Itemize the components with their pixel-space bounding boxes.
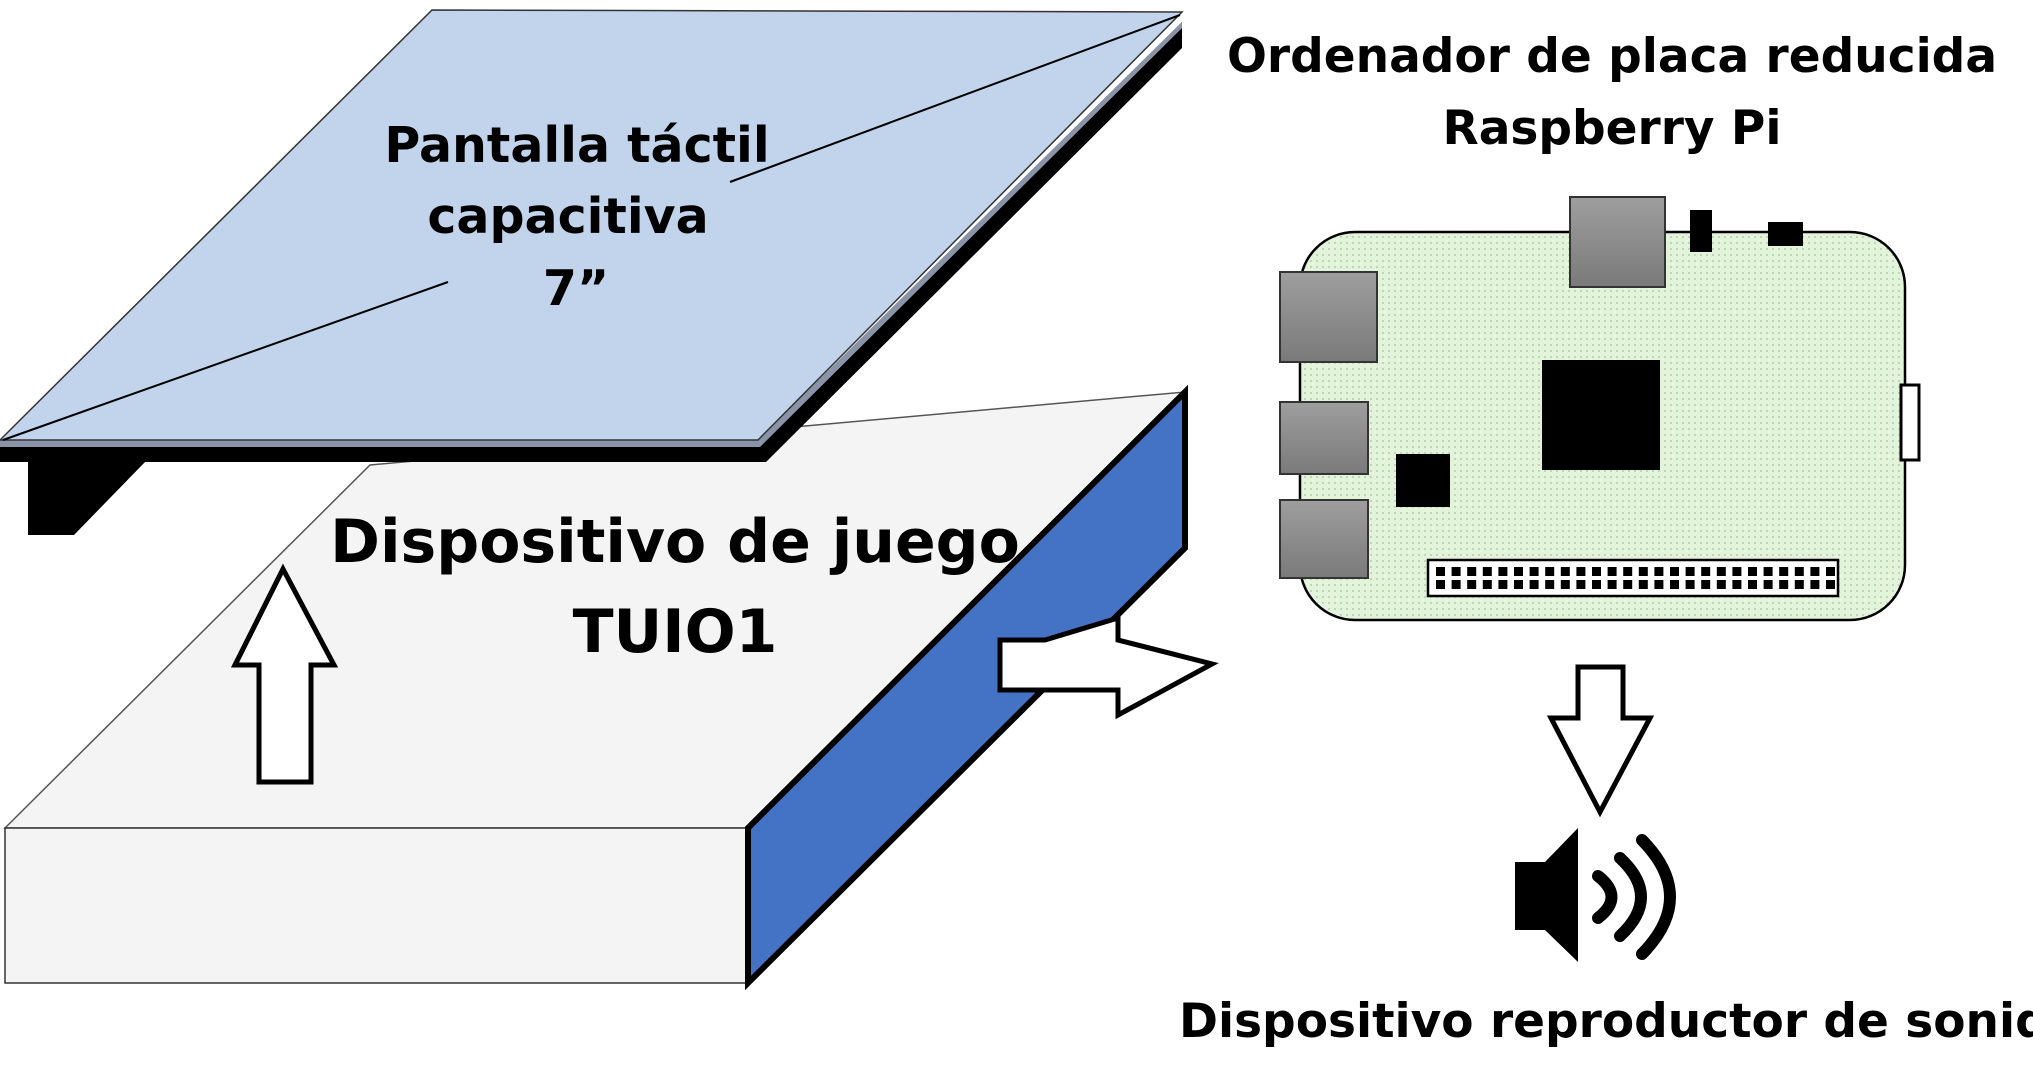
gpio-pin bbox=[1794, 567, 1804, 576]
gpio-header bbox=[1426, 558, 1840, 598]
gpio-pin bbox=[1701, 580, 1711, 589]
gpio-pin bbox=[1498, 567, 1508, 576]
arrow-right-icon bbox=[997, 614, 1219, 720]
small-port bbox=[1768, 222, 1803, 246]
gpio-pin bbox=[1467, 580, 1477, 589]
gpio-pin bbox=[1529, 567, 1539, 576]
gpio-pin bbox=[1592, 580, 1601, 589]
gpio-pin bbox=[1638, 567, 1648, 576]
small-chip bbox=[1396, 454, 1450, 507]
raspberry-label-line2: Raspberry Pi bbox=[1443, 101, 1782, 156]
small-port bbox=[1690, 210, 1712, 252]
touchscreen-panel bbox=[0, 9, 1184, 535]
gpio-pin bbox=[1592, 567, 1601, 576]
gpio-pin bbox=[1763, 567, 1773, 576]
gpio-pin bbox=[1498, 580, 1508, 589]
gpio-pin bbox=[1701, 567, 1711, 576]
gpio-pin bbox=[1467, 567, 1477, 576]
side-connector bbox=[1899, 383, 1921, 462]
gpio-pin bbox=[1670, 567, 1679, 576]
gpio-pin bbox=[1716, 580, 1726, 589]
gpio-pin bbox=[1560, 580, 1570, 589]
touchscreen-diagonal bbox=[729, 14, 1181, 183]
arrow-up-icon bbox=[230, 563, 339, 785]
gpio-pin bbox=[1623, 580, 1633, 589]
touchscreen-diagonal bbox=[2, 281, 449, 441]
gpio-pin bbox=[1794, 580, 1804, 589]
gpio-pin bbox=[1670, 580, 1679, 589]
cpu-chip bbox=[1542, 360, 1660, 470]
gpio-pin bbox=[1748, 567, 1757, 576]
gpio-pin bbox=[1514, 580, 1523, 589]
gpio-pin bbox=[1514, 567, 1523, 576]
usb-port bbox=[1279, 499, 1369, 579]
touchscreen-surface bbox=[0, 9, 1184, 441]
gpio-pin bbox=[1685, 580, 1695, 589]
gpio-pin bbox=[1545, 580, 1555, 589]
game-device-front-face bbox=[4, 827, 749, 984]
usb-port bbox=[1279, 401, 1369, 475]
gpio-pin bbox=[1810, 580, 1820, 589]
raspberry-label-line1: Ordenador de placa reducida bbox=[1227, 29, 1997, 84]
touchscreen-label-line3: 7” bbox=[543, 260, 609, 317]
gpio-pin bbox=[1732, 567, 1742, 576]
gpio-pin bbox=[1763, 580, 1773, 589]
hdmi-port bbox=[1569, 196, 1666, 288]
arrow-down-icon bbox=[1546, 664, 1655, 818]
gpio-pin bbox=[1654, 580, 1664, 589]
gpio-pin bbox=[1685, 567, 1695, 576]
game-device-label-line1: Dispositivo de juego bbox=[330, 507, 1020, 577]
ethernet-port bbox=[1279, 271, 1378, 363]
gpio-pin bbox=[1607, 580, 1617, 589]
raspberry-pi-board bbox=[1279, 196, 1921, 622]
sound-device-label: Dispositivo reproductor de sonido bbox=[1179, 994, 2033, 1049]
gpio-pin bbox=[1576, 567, 1586, 576]
gpio-pin bbox=[1436, 580, 1445, 589]
game-device-side-face bbox=[745, 384, 1188, 991]
gpio-pin bbox=[1482, 580, 1492, 589]
gpio-pin bbox=[1826, 580, 1835, 589]
gpio-pin bbox=[1545, 567, 1555, 576]
touchscreen-support-leg bbox=[28, 460, 145, 535]
gpio-pin bbox=[1654, 567, 1664, 576]
game-device-label-line2: TUIO1 bbox=[573, 597, 778, 667]
gpio-pin bbox=[1779, 567, 1789, 576]
gpio-pin bbox=[1576, 580, 1586, 589]
gpio-pin bbox=[1623, 567, 1633, 576]
touchscreen-label-line2: capacitiva bbox=[427, 188, 708, 245]
gpio-pin bbox=[1826, 567, 1835, 576]
gpio-pin bbox=[1436, 567, 1445, 576]
gpio-pin bbox=[1529, 580, 1539, 589]
touchscreen-label-line1: Pantalla táctil bbox=[384, 117, 769, 174]
gpio-pin bbox=[1732, 580, 1742, 589]
gpio-pin bbox=[1748, 580, 1757, 589]
gpio-pin bbox=[1560, 567, 1570, 576]
gpio-pin bbox=[1451, 580, 1461, 589]
gpio-pin bbox=[1638, 580, 1648, 589]
gpio-pin bbox=[1716, 567, 1726, 576]
speaker-icon bbox=[1515, 828, 1676, 962]
gpio-pin bbox=[1810, 567, 1820, 576]
gpio-pin bbox=[1607, 567, 1617, 576]
gpio-pin bbox=[1451, 567, 1461, 576]
gpio-pin bbox=[1482, 567, 1492, 576]
gpio-pin bbox=[1779, 580, 1789, 589]
